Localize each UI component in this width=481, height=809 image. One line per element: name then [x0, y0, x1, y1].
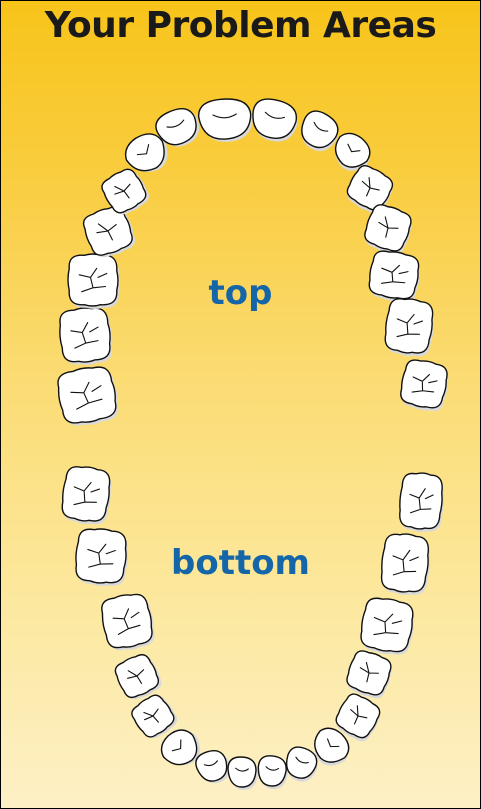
lower-tooth-8-incisor[interactable]	[228, 757, 258, 790]
lower-tooth-1-molar[interactable]	[59, 464, 114, 527]
tooth-crown	[58, 306, 113, 364]
upper-arch	[55, 96, 453, 430]
lower-tooth-3-molar[interactable]	[99, 591, 158, 654]
upper-tooth-2-molar[interactable]	[58, 306, 115, 367]
upper-tooth-9-central-incisor[interactable]	[248, 96, 302, 146]
lower-arch	[59, 464, 446, 790]
upper-tooth-16-molar[interactable]	[397, 357, 452, 414]
upper-tooth-8-central-incisor[interactable]	[197, 97, 255, 145]
lower-tooth-9-incisor[interactable]	[256, 755, 289, 790]
upper-tooth-1-molar[interactable]	[55, 363, 122, 429]
bottom-arch-label: bottom	[1, 543, 480, 583]
lower-tooth-14-molar[interactable]	[357, 595, 418, 658]
tooth-crown	[358, 595, 416, 655]
tooth-crown	[59, 464, 112, 524]
tooth-crown	[228, 757, 256, 787]
tooth-crown	[398, 471, 445, 530]
lower-tooth-16-molar[interactable]	[397, 471, 446, 534]
lower-tooth-13-premolar[interactable]	[342, 647, 396, 702]
tooth-crown	[99, 591, 155, 651]
top-arch-label: top	[1, 273, 480, 313]
